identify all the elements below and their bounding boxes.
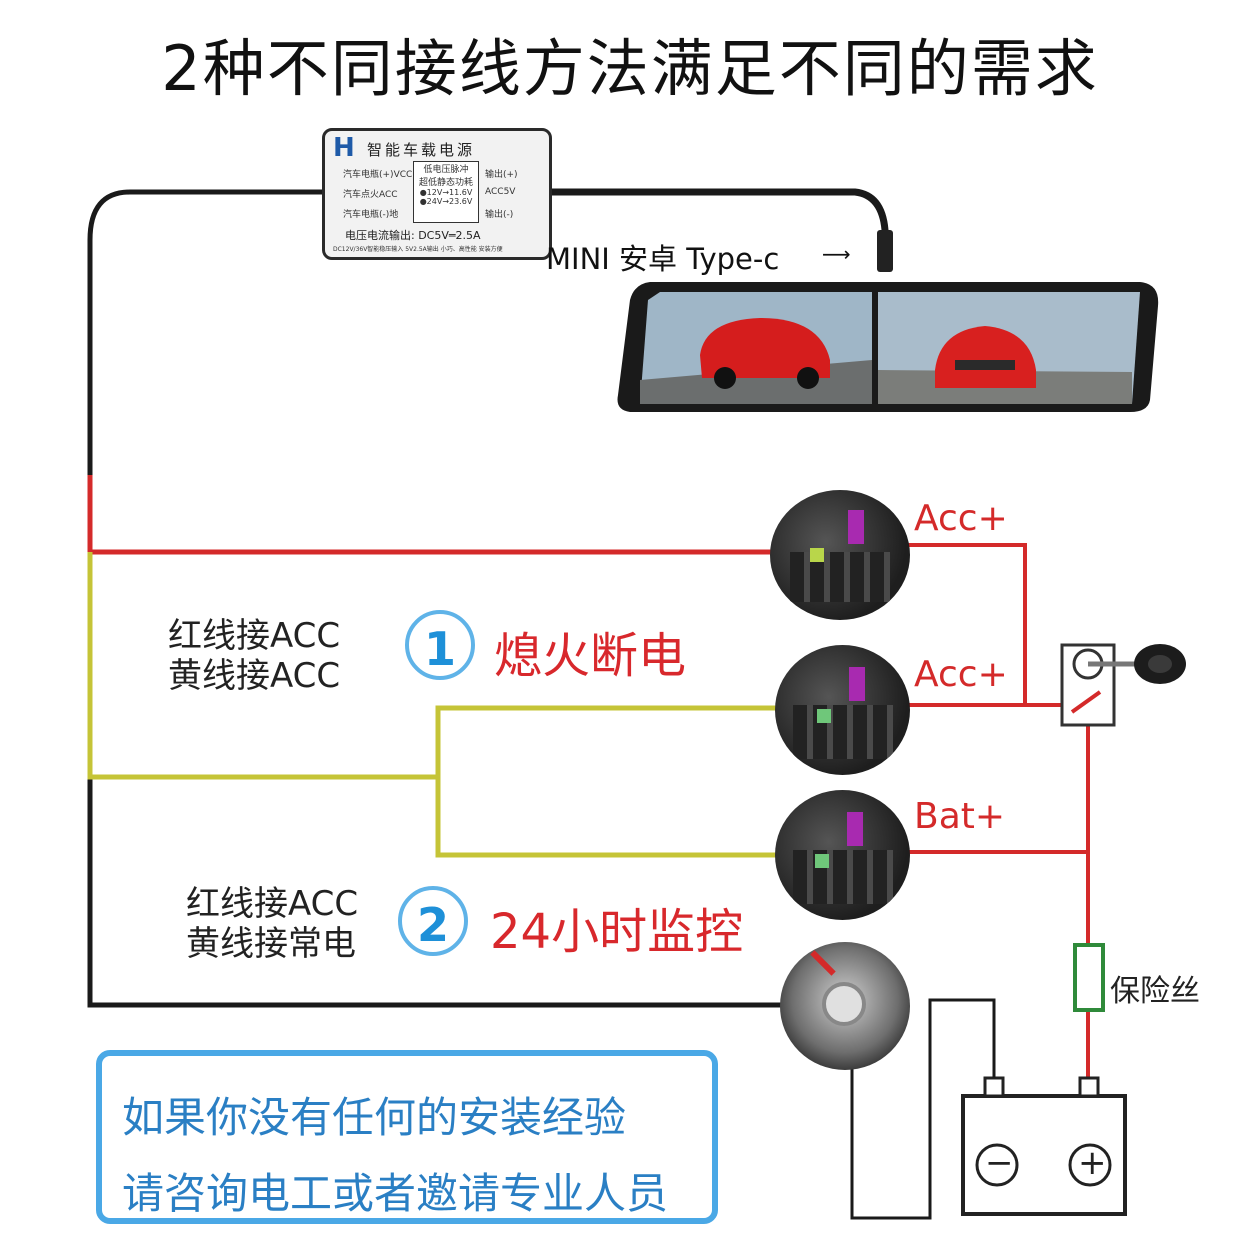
- notice-line2: 请咨询电工或者邀请专业人员: [122, 1169, 669, 1218]
- method2-line1: 红线接ACC: [186, 884, 359, 924]
- method2-line2: 黄线接常电: [186, 924, 356, 964]
- module-footer: DC12V/36V智能稳压输入 5V2.5A输出 小巧、高性能 安装方便: [333, 246, 503, 253]
- fuse-box-icon: [770, 490, 910, 620]
- module-logo: H: [333, 133, 355, 163]
- method2-number-badge: 2: [398, 886, 468, 956]
- yellow-wire-acc: [435, 705, 800, 777]
- module-left-row-2: 汽车点火ACC: [343, 190, 398, 200]
- car-battery-icon: [961, 1076, 1127, 1216]
- battery-negative: −: [985, 1143, 1014, 1183]
- dashcam-mirror-icon: [617, 282, 1159, 412]
- ground-wire: [850, 998, 996, 1220]
- acc-label-2: Acc+: [914, 654, 1008, 695]
- method1-description: 熄火断电: [494, 628, 687, 684]
- module-right-row-1: 输出(+): [485, 170, 518, 180]
- module-left-row-3: 汽车电瓶(-)地: [343, 210, 399, 220]
- connector-label: MINI 安卓 Type-c: [546, 242, 780, 276]
- yellow-wire-main: [87, 552, 438, 780]
- module-right-row-2: ACC5V: [485, 187, 516, 197]
- black-cable: [87, 189, 790, 1008]
- fuse-label: 保险丝: [1110, 974, 1200, 1009]
- method1-line2: 黄线接ACC: [168, 656, 341, 696]
- acc-label-1: Acc+: [914, 498, 1008, 539]
- module-name: 智能车载电源: [367, 141, 476, 159]
- type-c-plug: [877, 230, 893, 272]
- fuse-box-icon: [775, 645, 910, 775]
- red-wire-acc: [87, 475, 790, 555]
- cable-to-mirror: [548, 188, 889, 268]
- red-acc1-line: [905, 543, 1027, 705]
- module-left-row-1: 汽车电瓶(+)VCC: [343, 170, 413, 180]
- method2-description: 24小时监控: [490, 904, 744, 960]
- power-module: H 智能车载电源 汽车电瓶(+)VCC 汽车点火ACC 汽车电瓶(-)地 低电压…: [322, 128, 552, 260]
- notice-box: 如果你没有任何的安装经验 请咨询电工或者邀请专业人员: [96, 1050, 718, 1224]
- arrow-icon: ⟶: [822, 242, 851, 266]
- module-right-row-3: 输出(-): [485, 210, 514, 220]
- fuse-icon: [1073, 943, 1105, 1012]
- module-center-box: 低电压脉冲 超低静态功耗 ●12V→11.6V ●24V→23.6V: [413, 161, 479, 223]
- car-key-icon: [1088, 644, 1186, 684]
- notice-line1: 如果你没有任何的安装经验: [122, 1093, 627, 1142]
- ground-bolt-icon: [780, 942, 910, 1070]
- module-output-spec: 电压电流输出: DC5V═2.5A: [345, 229, 481, 242]
- method1-number-badge: 1: [405, 610, 475, 680]
- page-title: 2种不同接线方法满足不同的需求: [161, 32, 1099, 105]
- fuse-box-icon: [775, 790, 910, 920]
- battery-positive: +: [1078, 1143, 1107, 1183]
- method1-line1: 红线接ACC: [168, 616, 341, 656]
- bat-label: Bat+: [914, 796, 1006, 837]
- yellow-wire-bat: [435, 777, 800, 858]
